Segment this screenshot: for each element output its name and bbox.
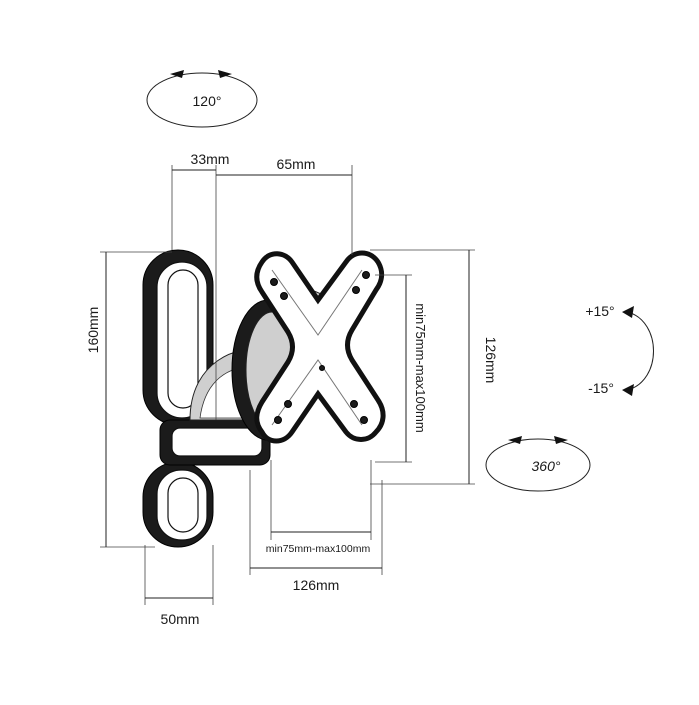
- dim-126-vertical: 126mm: [370, 249, 499, 485]
- tilt-down-label: -15°: [588, 380, 614, 396]
- dim-vesa-vertical: min75mm-max100mm: [375, 274, 428, 463]
- dim-50-label: 50mm: [161, 611, 200, 627]
- dim-33-label: 33mm: [191, 151, 230, 167]
- wall-plate: [142, 249, 271, 548]
- tilt-indicator: +15° -15°: [585, 303, 654, 396]
- vesa-plate: [254, 250, 386, 444]
- dim-50: 50mm: [144, 545, 214, 627]
- tilt-arrow-up: [622, 306, 634, 318]
- swivel-arm-inner: [171, 427, 263, 457]
- tilt-arrow-down: [622, 384, 634, 396]
- tilt-arc: [627, 311, 654, 391]
- vesa-horizontal-label: min75mm-max100mm: [266, 543, 371, 555]
- vesa-hole: [360, 416, 368, 424]
- dim-126v-label: 126mm: [483, 337, 499, 384]
- rotation-arrow-right: [554, 436, 568, 444]
- dim-vesa-horizontal: min75mm-max100mm: [266, 460, 372, 555]
- dim-65-label: 65mm: [277, 156, 316, 172]
- dim-top: 33mm 65mm: [171, 151, 353, 420]
- vesa-hole: [274, 416, 282, 424]
- swivel-ellipse: [146, 72, 258, 128]
- wall-plate-lower-slot: [167, 477, 199, 533]
- vesa-hole: [362, 271, 370, 279]
- rotation-ellipse: [485, 438, 591, 492]
- wall-plate-upper-slot: [167, 269, 199, 409]
- vesa-hole: [350, 400, 358, 408]
- rotation-arrow-left: [508, 436, 522, 444]
- dim-160-label: 160mm: [85, 307, 101, 354]
- vesa-hole: [280, 292, 288, 300]
- vesa-hole: [270, 278, 278, 286]
- swivel-angle-label: 120°: [193, 93, 222, 109]
- rotation-360-indicator: 360°: [485, 436, 591, 492]
- swivel-120-indicator: 120°: [146, 70, 258, 128]
- rotation-angle-label: 360°: [532, 458, 561, 474]
- swivel-arrow-left: [170, 70, 184, 78]
- swivel-arrow-right: [218, 70, 232, 78]
- dim-126-horizontal: 126mm: [249, 470, 383, 593]
- vesa-vertical-label: min75mm-max100mm: [413, 303, 428, 432]
- tilt-up-label: +15°: [585, 303, 614, 319]
- vesa-x-outline: [254, 250, 386, 444]
- dim-160: 160mm: [85, 251, 172, 548]
- vesa-hole: [352, 286, 360, 294]
- vesa-hole: [284, 400, 292, 408]
- dim-126h-label: 126mm: [293, 577, 340, 593]
- vesa-center-hole: [319, 365, 325, 371]
